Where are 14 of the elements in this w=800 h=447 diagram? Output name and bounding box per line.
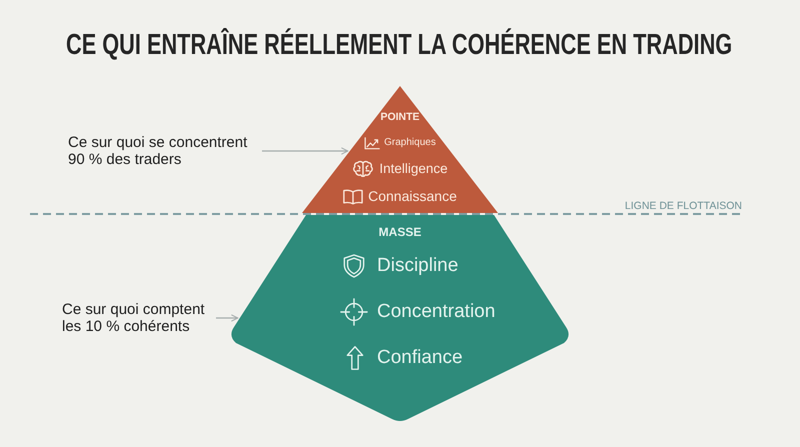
item-label: Connaissance xyxy=(368,188,457,204)
item-label: Confiance xyxy=(377,347,463,369)
iceberg-tip xyxy=(302,86,498,213)
item-label: Intelligence xyxy=(379,161,448,177)
section-heading: POINTE xyxy=(380,110,420,124)
item-label: Graphiques xyxy=(384,137,436,149)
waterline-label: LIGNE DE FLOTTAISON xyxy=(624,200,742,212)
section-heading: MASSE xyxy=(378,226,422,240)
arrow xyxy=(262,147,348,155)
annotation-text: Ce sur quoi comptent les 10 % cohérents xyxy=(62,301,212,335)
arrow xyxy=(216,314,238,322)
item-label: Concentration xyxy=(377,301,496,323)
item-label: Discipline xyxy=(377,255,458,277)
annotation-text: Ce sur quoi se concentrent 90 % des traders xyxy=(68,134,258,168)
